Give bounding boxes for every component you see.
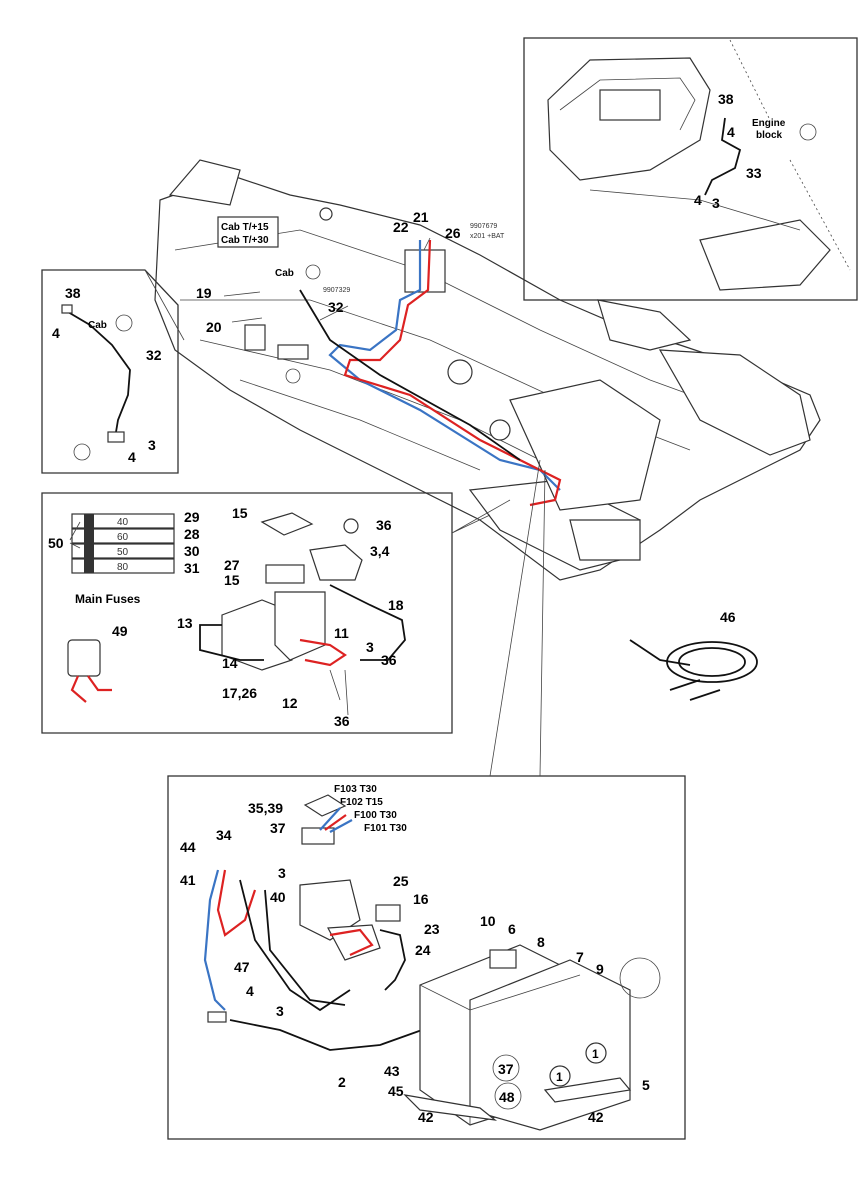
callout-17-26: 17,26 [222,685,257,701]
callout-21: 21 [413,209,429,225]
callout-23: 23 [424,921,440,937]
callout-8: 8 [537,934,545,950]
code-x201-bat: x201 +BAT [470,233,505,240]
callout-10: 10 [480,913,496,929]
callout-47: 47 [234,959,250,975]
callout-4-batt: 4 [246,983,254,999]
callout-36-b: 36 [381,652,397,668]
callout-3-4: 3,4 [370,543,390,559]
callout-38-engine: 38 [718,91,734,107]
callout-9: 9 [596,961,604,977]
label-f101-t30: F101 T30 [364,823,407,834]
chassis-frame [154,159,821,581]
fuse-40: 40 [117,517,129,528]
frame-callouts: Cab T/+15 Cab T/+30 22 21 26 9907679 x20… [196,209,505,384]
callout-32-cab: 32 [146,347,162,363]
main-fuse-block: 40 60 50 80 [71,513,175,574]
callout-25: 25 [393,873,409,889]
callout-37-b: 37 [498,1061,514,1077]
callout-4-cab-a: 4 [52,325,60,341]
callout-33: 33 [746,165,762,181]
fuse-60: 60 [117,532,129,543]
callout-20: 20 [206,319,222,335]
callout-43: 43 [384,1063,400,1079]
inset-battery: F103 T30 F102 T15 F100 T30 F101 T30 35,3… [167,459,686,1140]
callout-1-a: 1 [556,1070,563,1084]
label-main-fuses: Main Fuses [75,592,141,606]
callout-3-engine: 3 [712,195,720,211]
callout-2: 2 [338,1074,346,1090]
callout-16: 16 [413,891,429,907]
callout-32-frame: 32 [328,299,344,315]
fuse-50: 50 [117,547,129,558]
jumper-cable: 46 [629,609,758,701]
label-cab-t15: Cab T/+15 [221,222,269,233]
callout-15-a: 15 [232,505,248,521]
callout-3-batt-b: 3 [276,1003,284,1019]
callout-49: 49 [112,623,128,639]
callout-48: 48 [499,1089,515,1105]
label-f103-t30: F103 T30 [334,784,377,795]
callout-27: 27 [224,557,240,573]
callout-38-cab: 38 [65,285,81,301]
callout-42-a: 42 [418,1109,434,1125]
callout-30: 30 [184,543,200,559]
code-9907679: 9907679 [470,223,497,230]
callout-40: 40 [270,889,286,905]
code-9907329: 9907329 [323,287,350,294]
callout-13: 13 [177,615,193,631]
callout-1-b: 1 [592,1047,599,1061]
callout-6: 6 [508,921,516,937]
label-f102-t15: F102 T15 [340,797,383,808]
callout-18: 18 [388,597,404,613]
callout-37-a: 37 [270,820,286,836]
callout-50: 50 [48,535,64,551]
callout-5: 5 [642,1077,650,1093]
callout-7: 7 [576,949,584,965]
callout-28: 28 [184,526,200,542]
callout-24: 24 [415,942,431,958]
inset-fuses: 40 60 50 80 29 28 30 31 50 Main Fuses 49… [41,492,511,734]
callout-14: 14 [222,655,238,671]
callout-26: 26 [445,225,461,241]
callout-34: 34 [216,827,232,843]
label-cab-t30: Cab T/+30 [221,235,269,246]
callout-12: 12 [282,695,298,711]
callout-4-engine-b: 4 [694,192,702,208]
callout-22: 22 [393,219,409,235]
callout-35-39: 35,39 [248,800,283,816]
callout-3-fuse: 3 [366,639,374,655]
label-cab-inset: Cab [88,320,107,331]
callout-41: 41 [180,872,196,888]
callout-15-b: 15 [224,572,240,588]
label-cab: Cab [275,268,294,279]
label-f100-t30: F100 T30 [354,810,397,821]
callout-42-b: 42 [588,1109,604,1125]
callout-29: 29 [184,509,200,525]
callout-4-engine-a: 4 [727,124,735,140]
fuse-80: 80 [117,562,129,573]
callout-31: 31 [184,560,200,576]
callout-36-a: 36 [376,517,392,533]
callout-45: 45 [388,1083,404,1099]
callout-3-cab: 3 [148,437,156,453]
callout-3-batt-a: 3 [278,865,286,881]
callout-19: 19 [196,285,212,301]
callout-36-c: 36 [334,713,350,729]
callout-46: 46 [720,609,736,625]
callout-11: 11 [334,625,349,641]
callout-4-cab-b: 4 [128,449,136,465]
inset-cab-ground: 38 Cab 4 32 4 3 [41,269,185,474]
callout-44: 44 [180,839,196,855]
